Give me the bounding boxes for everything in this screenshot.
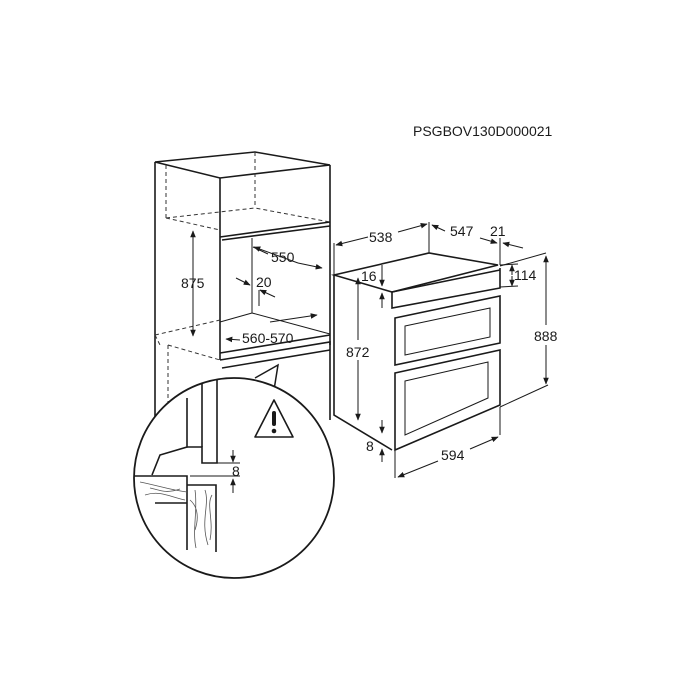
dim-594: 594 xyxy=(441,447,465,463)
dim-114: 114 xyxy=(514,267,537,283)
dim-550: 550 xyxy=(271,249,295,265)
dim-888: 888 xyxy=(534,328,558,344)
dim-16: 16 xyxy=(361,268,377,284)
cabinet-dimensions: 875 550 20 560-570 xyxy=(181,230,323,346)
dim-21: 21 xyxy=(490,223,506,239)
dim-8-oven: 8 xyxy=(366,438,374,454)
dim-538: 538 xyxy=(369,229,393,245)
dim-8-detail: 8 xyxy=(232,463,240,479)
warning-triangle-icon xyxy=(254,399,294,438)
diagram-code: PSGBOV130D000021 xyxy=(413,123,553,139)
dim-875: 875 xyxy=(181,275,205,291)
dim-560-570: 560-570 xyxy=(242,330,294,346)
dim-547: 547 xyxy=(450,223,474,239)
detail-magnifier: 8 xyxy=(133,363,335,579)
dim-20: 20 xyxy=(256,274,272,290)
oven-dimensions: 538 547 21 16 114 888 872 8 594 xyxy=(333,222,558,478)
cabinet-drawing xyxy=(154,151,331,420)
dim-872: 872 xyxy=(346,344,370,360)
oven-drawing xyxy=(330,252,501,452)
